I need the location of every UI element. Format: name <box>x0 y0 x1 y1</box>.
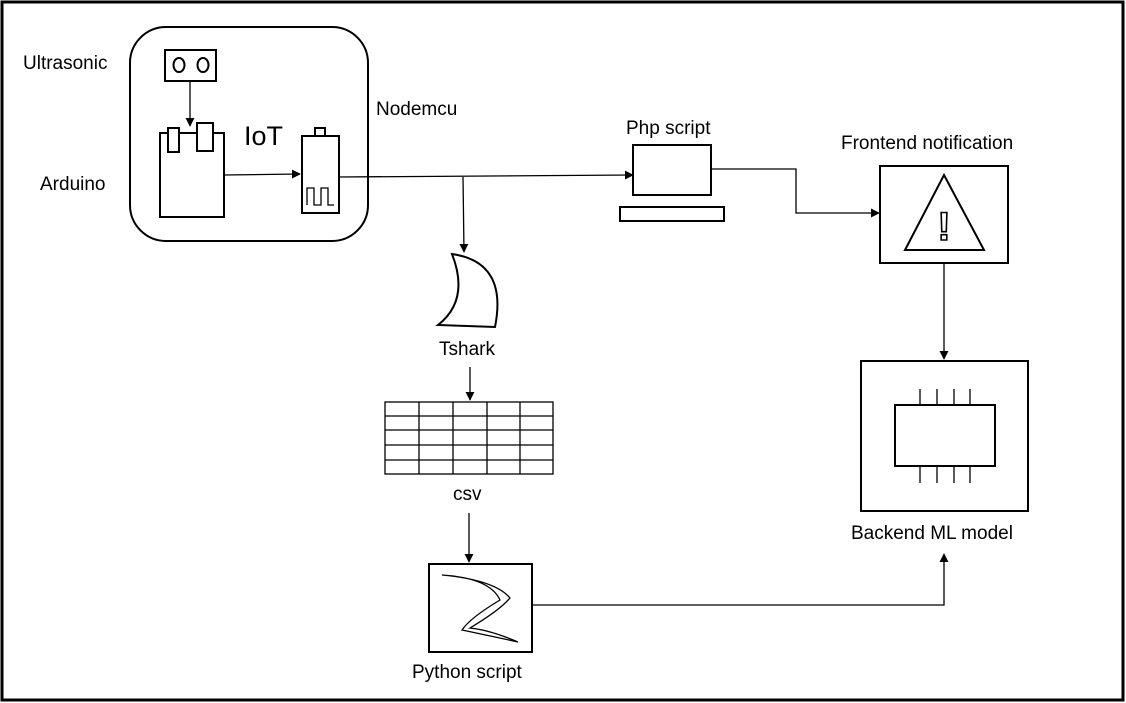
tshark-label: Tshark <box>439 339 495 360</box>
csv-table-icon <box>384 401 554 475</box>
arrow-nodemcu-to-php <box>338 170 634 180</box>
ultrasonic-label: Ultrasonic <box>23 53 107 74</box>
nodemcu-label: Nodemcu <box>376 99 457 120</box>
php-script-label: Php script <box>626 118 711 139</box>
iot-label: IoT <box>244 121 283 151</box>
python-script-label: Python script <box>412 662 523 683</box>
nodemcu-board-icon <box>301 127 340 214</box>
csv-label: csv <box>453 484 482 505</box>
arrow-python-to-backend <box>532 553 949 606</box>
arrow-to-tshark <box>459 176 469 253</box>
ml-chip-icon <box>860 360 1029 512</box>
shark-fin-icon <box>435 252 499 329</box>
backend-ml-model-label: Backend ML model <box>851 523 1013 544</box>
arrow-arduino-to-nodemcu <box>223 169 301 179</box>
arduino-board-icon <box>159 122 225 218</box>
ultrasonic-sensor-icon <box>164 49 217 82</box>
computer-icon <box>619 144 725 222</box>
arrow-php-to-frontend <box>711 168 880 218</box>
arduino-label: Arduino <box>40 174 106 195</box>
warning-exclamation-icon: ! <box>937 205 950 249</box>
iot-container <box>129 26 369 242</box>
warning-notification-icon: ! <box>879 165 1009 264</box>
python-script-icon <box>428 563 533 653</box>
frontend-notification-label: Frontend notification <box>841 133 1013 154</box>
